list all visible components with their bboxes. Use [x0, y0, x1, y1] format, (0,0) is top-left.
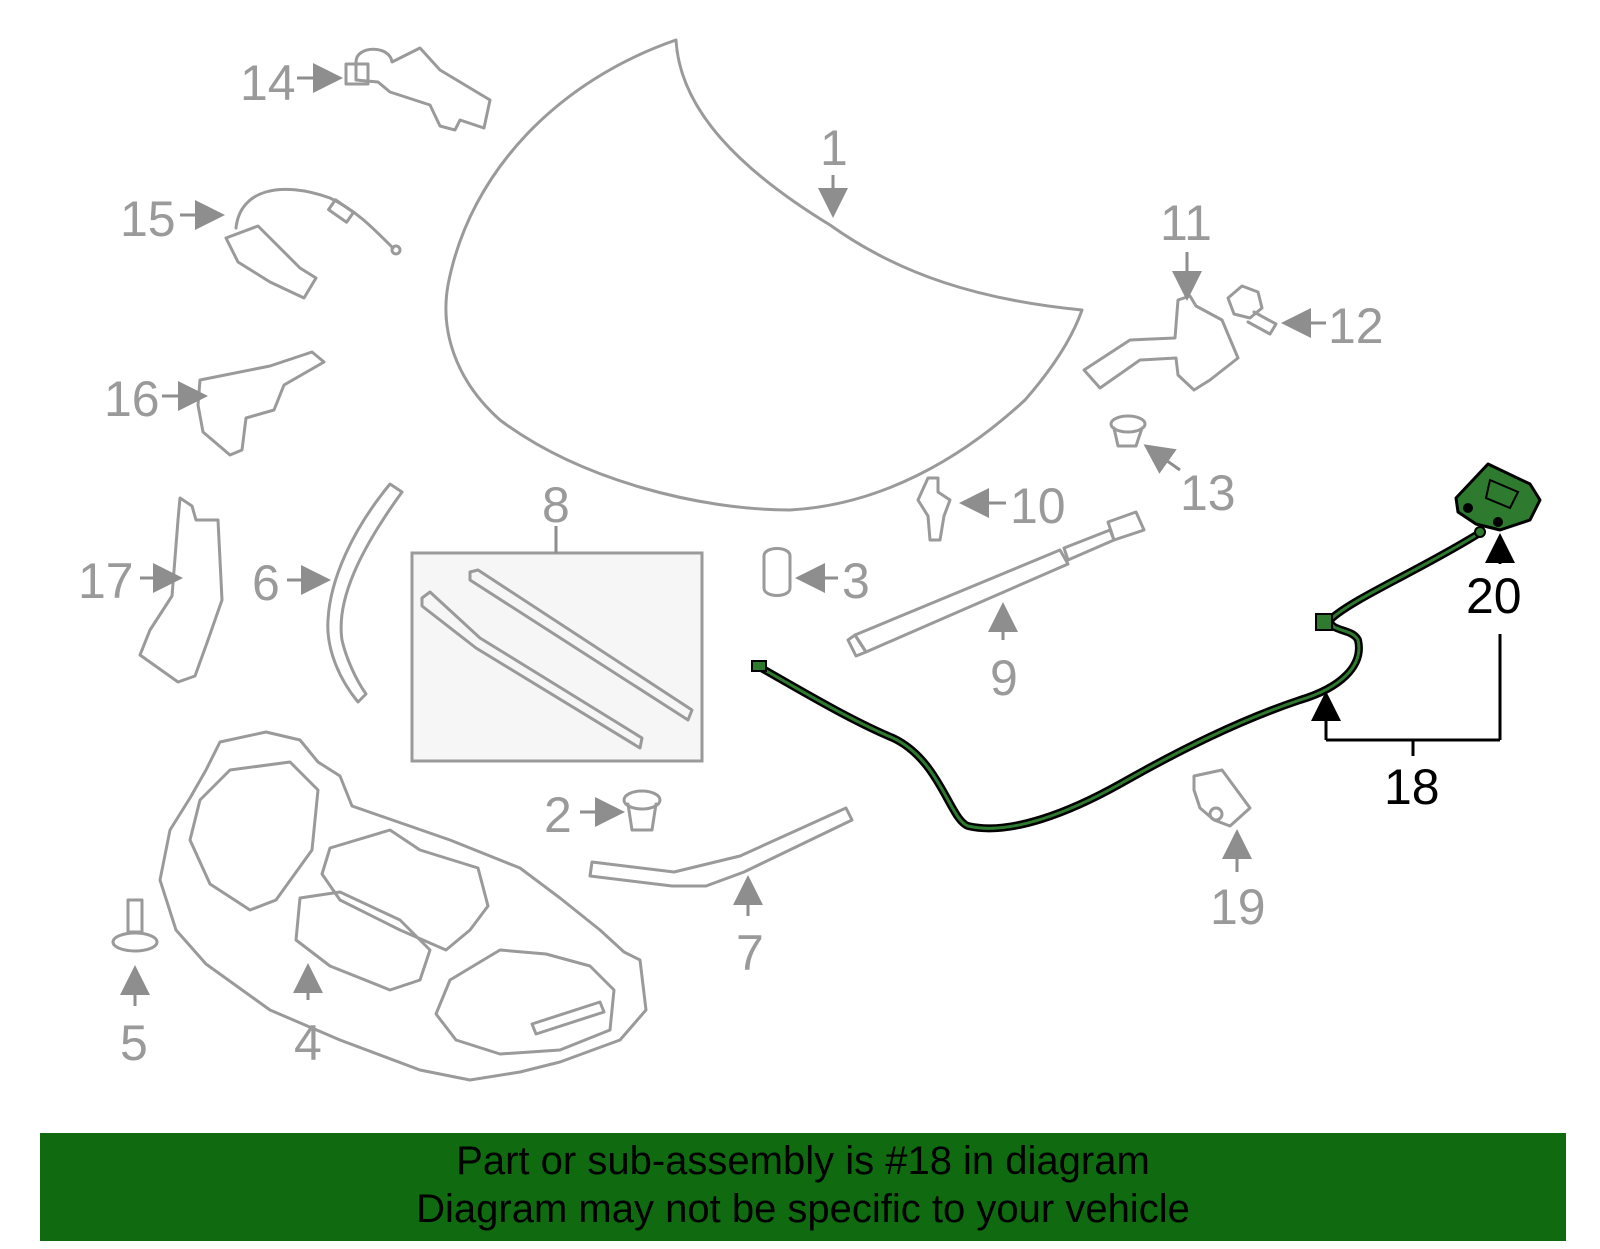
callout-18: 18: [1384, 759, 1440, 815]
callout-6: 6: [252, 555, 280, 611]
callout-19: 19: [1210, 879, 1266, 935]
callout-12: 12: [1328, 298, 1384, 354]
hood-release-cable-part[interactable]: [751, 526, 1486, 833]
callout-20: 20: [1466, 568, 1522, 624]
grommet-part[interactable]: [1109, 414, 1147, 448]
callout-7: 7: [736, 925, 764, 981]
bolt-part[interactable]: [1226, 284, 1278, 336]
weatherstrip-kit-part[interactable]: [410, 551, 704, 763]
callout-9: 9: [990, 650, 1018, 706]
callout-2: 2: [544, 787, 572, 843]
callout-17: 17: [78, 553, 134, 609]
callout-15: 15: [120, 191, 176, 247]
callout-5: 5: [120, 1015, 148, 1071]
support-part[interactable]: [138, 496, 224, 684]
callout-11: 11: [1160, 195, 1212, 251]
front-seal-part[interactable]: [588, 806, 854, 888]
stud-part[interactable]: [111, 898, 159, 953]
gas-strut-part[interactable]: [846, 510, 1146, 658]
footer-line-1: Part or sub-assembly is #18 in diagram: [456, 1139, 1150, 1183]
callout-1: 1: [820, 120, 848, 176]
callout-8: 8: [542, 477, 570, 533]
bumper-part[interactable]: [762, 547, 792, 597]
leader-13: [1143, 444, 1181, 474]
cable-clip-part[interactable]: [1192, 768, 1252, 828]
footer-line-2: Diagram may not be specific to your vehi…: [416, 1187, 1190, 1231]
parts-diagram: 1 14 15 16 17 6 8 3: [78, 38, 1542, 1082]
release-cable-part[interactable]: [224, 187, 402, 300]
push-clip-part[interactable]: [622, 789, 662, 832]
callout-16: 16: [104, 371, 160, 427]
hinge-part[interactable]: [1082, 294, 1240, 392]
hood-part[interactable]: [444, 38, 1084, 512]
leader-18: [1311, 634, 1502, 756]
callout-13: 13: [1180, 465, 1236, 521]
seal-part[interactable]: [326, 482, 404, 704]
clip-part[interactable]: [916, 476, 952, 542]
callout-4: 4: [294, 1015, 322, 1071]
callout-14: 14: [240, 55, 296, 111]
callout-3: 3: [842, 553, 870, 609]
release-handle-part[interactable]: [1454, 462, 1542, 532]
footer-banner: Part or sub-assembly is #18 in diagram D…: [40, 1133, 1566, 1241]
bracket-part[interactable]: [196, 350, 326, 457]
insulator-part[interactable]: [158, 730, 648, 1082]
callout-10: 10: [1010, 478, 1066, 534]
hood-latch-part[interactable]: [344, 46, 492, 132]
